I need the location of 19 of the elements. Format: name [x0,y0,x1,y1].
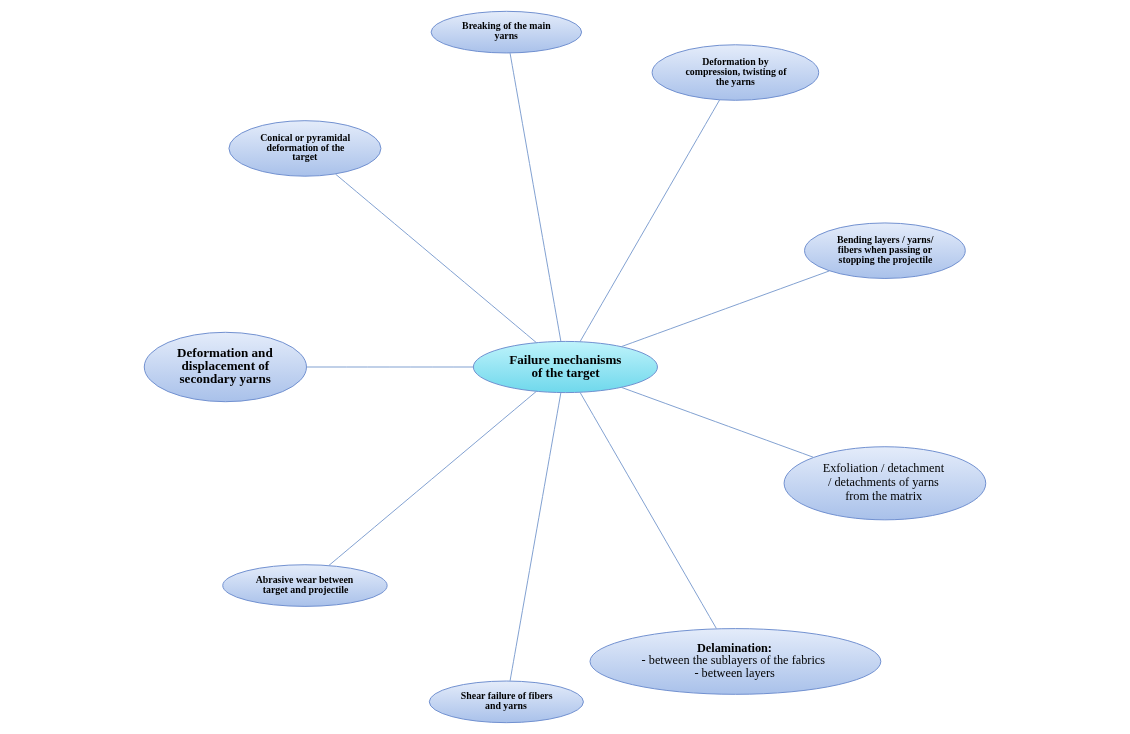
node-ellipse: Exfoliation / detachment / detachments of yarns from the matrix [783,446,987,521]
connector [335,173,538,344]
connector [620,386,815,458]
node-ellipse: Breaking of the main yarns [430,10,583,54]
node-ellipse: Conical or pyramidal deformation of the target [228,120,382,177]
connector [306,366,474,368]
connector [579,99,721,343]
connector [509,52,562,342]
node-ellipse: Bending layers / yarns/ fibers when passing or stopping the projectile [804,222,966,279]
connector [328,390,538,566]
node-ellipse: Deformation and displacement of secondary yarns [143,331,307,403]
node-ellipse: Failure mechanisms of the target [472,340,658,394]
node-ellipse: Shear failure of fibers and yarns [428,680,584,724]
connector [509,392,562,682]
node-ellipse: Delamination: - between the sublayers of the fabrics - between layers [589,628,882,695]
node-ellipse: Deformation by compression, twisting of the yarns [651,44,820,101]
connector [620,270,830,348]
connector [579,391,717,629]
node-ellipse: Abrasive wear between target and projectile [222,564,388,607]
